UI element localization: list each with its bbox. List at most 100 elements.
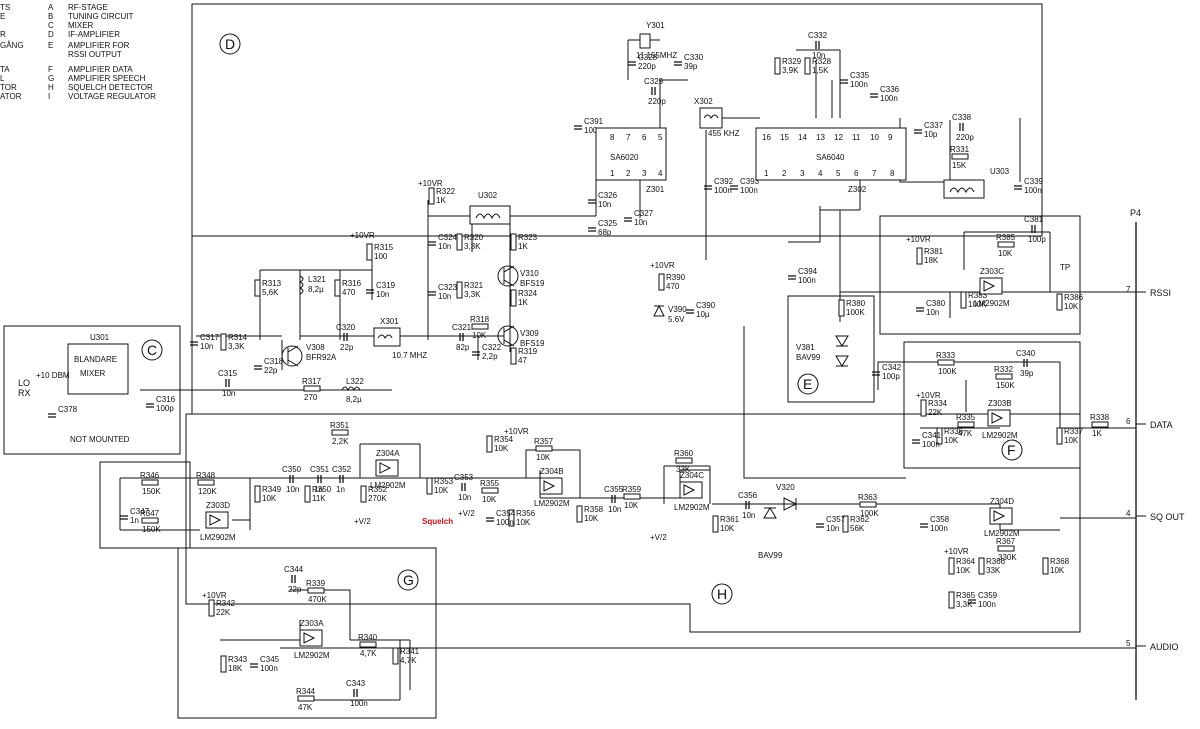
legend-desc: AMPLIFIER FOR	[68, 41, 130, 50]
rail-label: +10VR	[202, 591, 227, 600]
resistor-body	[936, 427, 943, 445]
resistor-body	[712, 515, 719, 533]
component-value: 470K	[308, 595, 327, 604]
half-rail-label: +V/2	[458, 509, 475, 518]
component-ref: C344	[284, 565, 304, 574]
capacitor-plates	[250, 663, 258, 668]
component-ref: C328	[638, 53, 658, 62]
component-ref: C318	[264, 357, 284, 366]
opamp-ref: Z303D	[206, 501, 230, 510]
opamp-body	[205, 511, 229, 529]
component-value: 100p	[1028, 235, 1046, 244]
resistor-body	[997, 545, 1015, 552]
not-mounted-note: NOT MOUNTED	[70, 435, 130, 444]
capacitor-plates	[745, 501, 750, 509]
filter-value: 455 KHZ	[708, 129, 740, 138]
component-ref: C392	[714, 177, 734, 186]
svg-text:D: D	[225, 36, 235, 52]
legend-code: GÅNG	[0, 41, 24, 50]
component-value: 3,3K	[464, 290, 481, 299]
component-ref: C354	[496, 509, 516, 518]
component-value: 10µ	[696, 310, 710, 319]
component-value: 1K	[518, 298, 528, 307]
diode-type: BAV99	[758, 551, 783, 560]
resistor-body	[307, 587, 325, 594]
opamp-ref: Z304B	[540, 467, 564, 476]
resistor-body	[360, 485, 367, 503]
filter-x301: X301 10.7 MHZ	[373, 317, 427, 360]
component-value: 39p	[1020, 369, 1034, 378]
component-value: 100n	[260, 664, 278, 673]
resistor-body	[297, 695, 315, 702]
resistor-body	[957, 421, 975, 428]
filter-ref: X301	[380, 317, 399, 326]
component-ref: C357	[826, 515, 846, 524]
component-value: 270K	[368, 494, 387, 503]
component-ref: R363	[858, 493, 878, 502]
capacitor-plates	[704, 185, 712, 190]
component-value: 5,6K	[262, 288, 279, 297]
capacitor-plates	[674, 61, 682, 66]
component-ref: R337	[1064, 427, 1084, 436]
component-ref: C321	[452, 323, 472, 332]
transistor-type: BFS19	[520, 339, 545, 348]
section-boundaries	[3, 3, 1081, 719]
component-ref: R385	[996, 233, 1016, 242]
component-value: 100K	[938, 367, 957, 376]
resistor-body	[508, 509, 515, 527]
component-ref: R318	[470, 315, 490, 324]
lo-label: LO	[18, 378, 30, 388]
component-value: 22p	[288, 585, 302, 594]
component-ref: C322	[482, 343, 502, 352]
opamp-body	[299, 629, 323, 647]
connector-pin-label: RSSI	[1150, 288, 1171, 298]
resistor-body	[920, 399, 927, 417]
component-value: 22p	[264, 366, 278, 375]
resistor-body	[576, 505, 583, 523]
opamp-triangle	[543, 480, 556, 492]
connector-pin-label: AUDIO	[1150, 642, 1179, 652]
opamp-triangle	[993, 510, 1006, 522]
resistor-body	[220, 333, 227, 351]
component-value: 18K	[924, 256, 939, 265]
legend-key: H	[48, 83, 54, 92]
component-ref: R335	[956, 413, 976, 422]
ic-ref: U302	[478, 191, 498, 200]
resistor-body	[510, 289, 517, 307]
opamp-type: LM2902M	[370, 481, 406, 490]
filter-ref: X302	[694, 97, 713, 106]
legend-desc: IF-AMPLIFIER	[68, 30, 120, 39]
resistor-body	[303, 385, 321, 392]
component-ref: R334	[928, 399, 948, 408]
component-value: 100n	[880, 94, 898, 103]
component-value: 100K	[846, 308, 865, 317]
resistor-body	[859, 501, 877, 508]
component-value: 15K	[952, 161, 967, 170]
section-label-g: G	[397, 569, 419, 591]
component-value: 150K	[996, 381, 1015, 390]
legend-key: E	[48, 41, 53, 50]
component-value: 10K	[720, 524, 735, 533]
ic-pin-number: 9	[888, 133, 893, 142]
opamp-ref: Z303C	[980, 267, 1004, 276]
half-rail-label: +V/2	[354, 517, 371, 526]
component-ref: C353	[454, 473, 474, 482]
resistor-body	[1091, 421, 1109, 428]
rail-label: +10VR	[916, 391, 941, 400]
component-value: 10K	[1050, 566, 1065, 575]
